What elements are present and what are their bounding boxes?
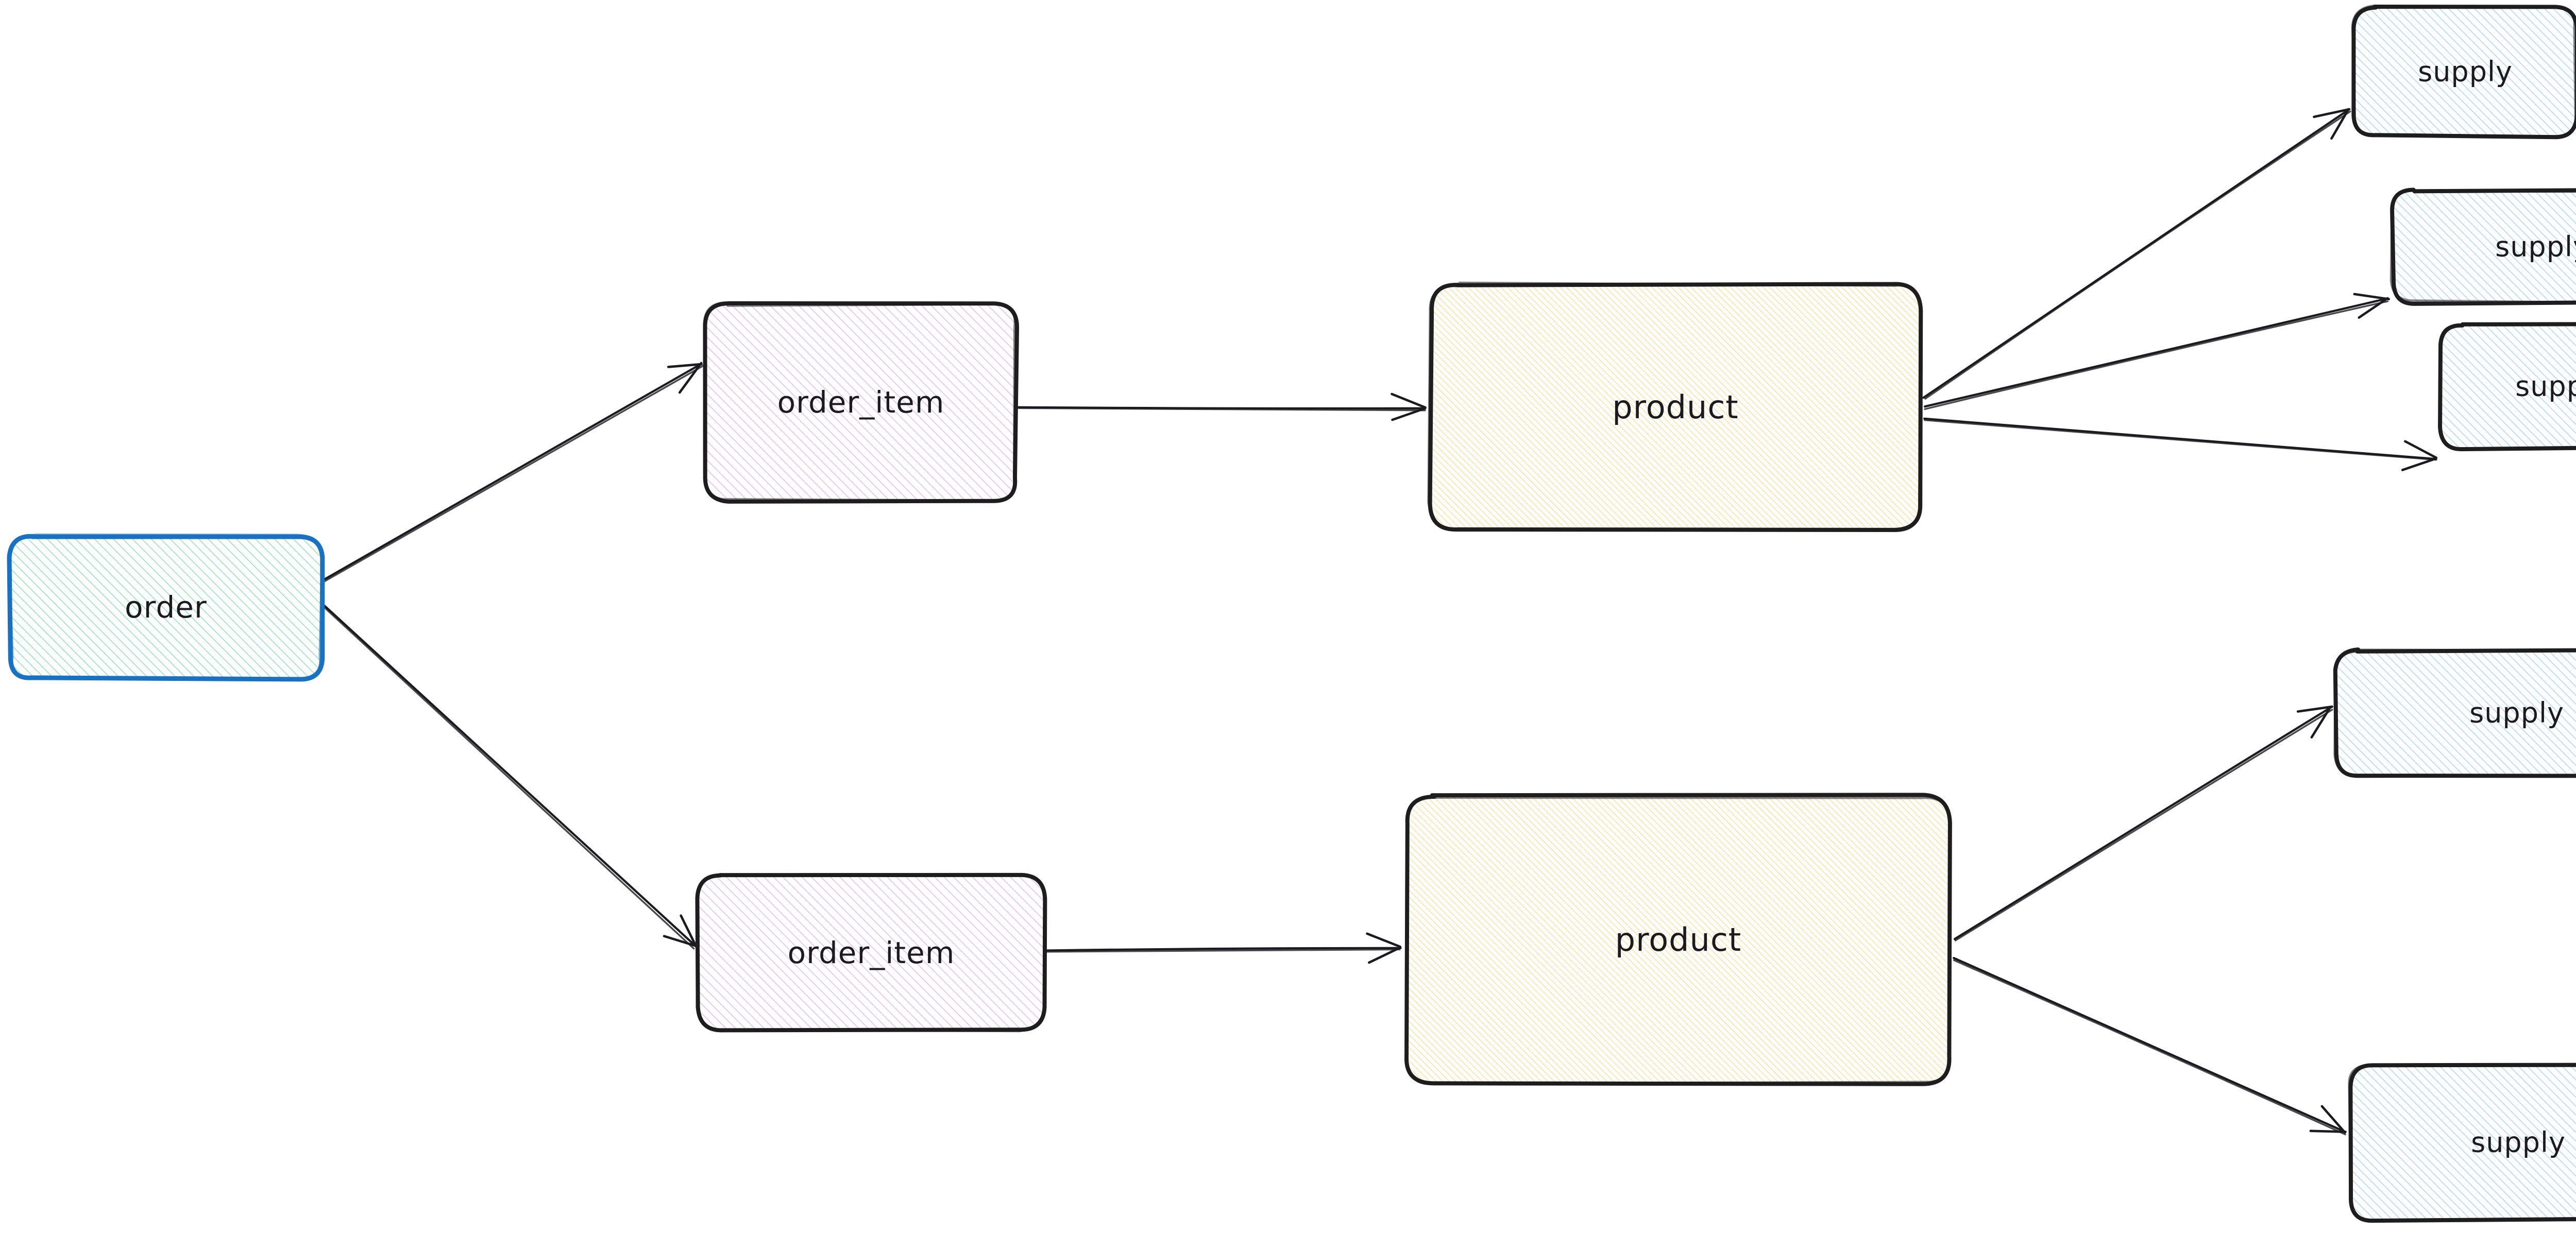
arrow-head — [2404, 440, 2438, 459]
node-outline — [703, 301, 1016, 502]
node-outline — [2438, 323, 2576, 451]
edge-line — [1924, 110, 2351, 400]
arrow-head — [1391, 407, 1427, 421]
edge-line — [320, 363, 703, 582]
edges-layer — [320, 108, 2438, 1136]
node-fill — [2351, 1064, 2576, 1220]
node-outline — [1405, 795, 1951, 1085]
node-fill — [1406, 796, 1951, 1084]
node-order_item[interactable]: order_item — [703, 301, 1020, 504]
edge-line — [321, 605, 695, 950]
edge-product_2-to-supply_5[interactable] — [1953, 956, 2347, 1136]
arrow-head — [1391, 392, 1427, 409]
edge-order-to-order_item_1[interactable] — [320, 362, 704, 583]
node-label-order_item_1: order_item — [777, 385, 945, 420]
edge-line — [1953, 706, 2333, 940]
node-label-order_item_2: order_item — [788, 935, 955, 970]
nodes-layer: orderorder_itemorder_itemproductproducts… — [7, 4, 2576, 1223]
arrow-head — [663, 935, 698, 947]
node-fill — [10, 535, 322, 679]
arrow-head — [2309, 1129, 2347, 1133]
node-label-product_1: product — [1612, 388, 1738, 426]
edge-line — [1046, 947, 1402, 952]
arrow-head — [2330, 108, 2350, 140]
node-outline — [2351, 4, 2576, 138]
edge-line — [1018, 407, 1426, 412]
node-outline — [2389, 189, 2576, 304]
node-supply[interactable]: supply — [2351, 4, 2576, 140]
arrow-head — [2320, 1105, 2346, 1134]
edge-order_item_1-to-product_1[interactable] — [1018, 392, 1427, 421]
node-supply[interactable]: supply — [2389, 187, 2576, 306]
node-label-supply_4: supply — [2469, 697, 2564, 729]
arrow-head — [2313, 108, 2350, 118]
node-label-supply_3: supply — [2515, 370, 2576, 403]
edge-product_1-to-supply_2[interactable] — [1923, 293, 2391, 410]
node-outline — [2333, 648, 2576, 778]
node-label-order: order — [125, 590, 207, 625]
arrow-head — [678, 362, 703, 394]
node-label-supply_1: supply — [2418, 56, 2513, 88]
node-outline — [2348, 1063, 2576, 1221]
arrow-head — [2401, 457, 2437, 471]
node-fill — [2335, 649, 2576, 776]
node-outline — [8, 533, 324, 680]
edge-line — [1924, 419, 2437, 461]
edge-line — [1922, 108, 2351, 399]
node-supply[interactable]: supply — [2348, 1063, 2576, 1223]
node-order_item[interactable]: order_item — [695, 872, 1047, 1033]
arrow-head — [2296, 705, 2333, 713]
edge-line — [1953, 956, 2346, 1133]
node-outline — [696, 873, 1046, 1033]
edge-line — [1953, 959, 2346, 1136]
edge-line — [1923, 297, 2388, 408]
node-fill — [705, 303, 1016, 501]
arrow-head — [680, 914, 698, 949]
node-fill — [698, 875, 1045, 1031]
node-label-supply_5: supply — [2471, 1126, 2566, 1159]
node-product[interactable]: product — [1427, 281, 1923, 533]
arrow-head — [2353, 293, 2391, 301]
arrow-head — [2358, 297, 2389, 319]
edge-order_item_2-to-product_2[interactable] — [1045, 932, 1402, 964]
node-fill — [2441, 324, 2576, 449]
edge-line — [323, 365, 704, 583]
node-label-supply_2: supply — [2495, 231, 2576, 263]
node-label-product_2: product — [1615, 921, 1741, 958]
node-fill — [1430, 284, 1921, 531]
edge-line — [1045, 948, 1401, 953]
arrow-head — [667, 363, 703, 368]
edge-order-to-order_item_2[interactable] — [321, 605, 698, 950]
edge-product_1-to-supply_3[interactable] — [1923, 417, 2438, 471]
arrow-head — [1366, 932, 1401, 948]
node-supply[interactable]: supply — [2438, 322, 2576, 452]
node-fill — [2393, 190, 2576, 303]
edge-line — [1924, 300, 2389, 410]
node-fill — [2354, 7, 2576, 136]
node-product[interactable]: product — [1404, 793, 1952, 1086]
edge-product_2-to-supply_4[interactable] — [1953, 705, 2333, 941]
arrow-head — [1368, 946, 1402, 964]
node-order[interactable]: order — [7, 533, 325, 682]
arrow-head — [2310, 706, 2332, 739]
node-outline — [1427, 281, 1923, 533]
node-supply[interactable]: supply — [2333, 647, 2576, 778]
edge-line — [1954, 709, 2333, 941]
edge-line — [323, 605, 697, 948]
edge-product_1-to-supply_1[interactable] — [1922, 108, 2351, 400]
